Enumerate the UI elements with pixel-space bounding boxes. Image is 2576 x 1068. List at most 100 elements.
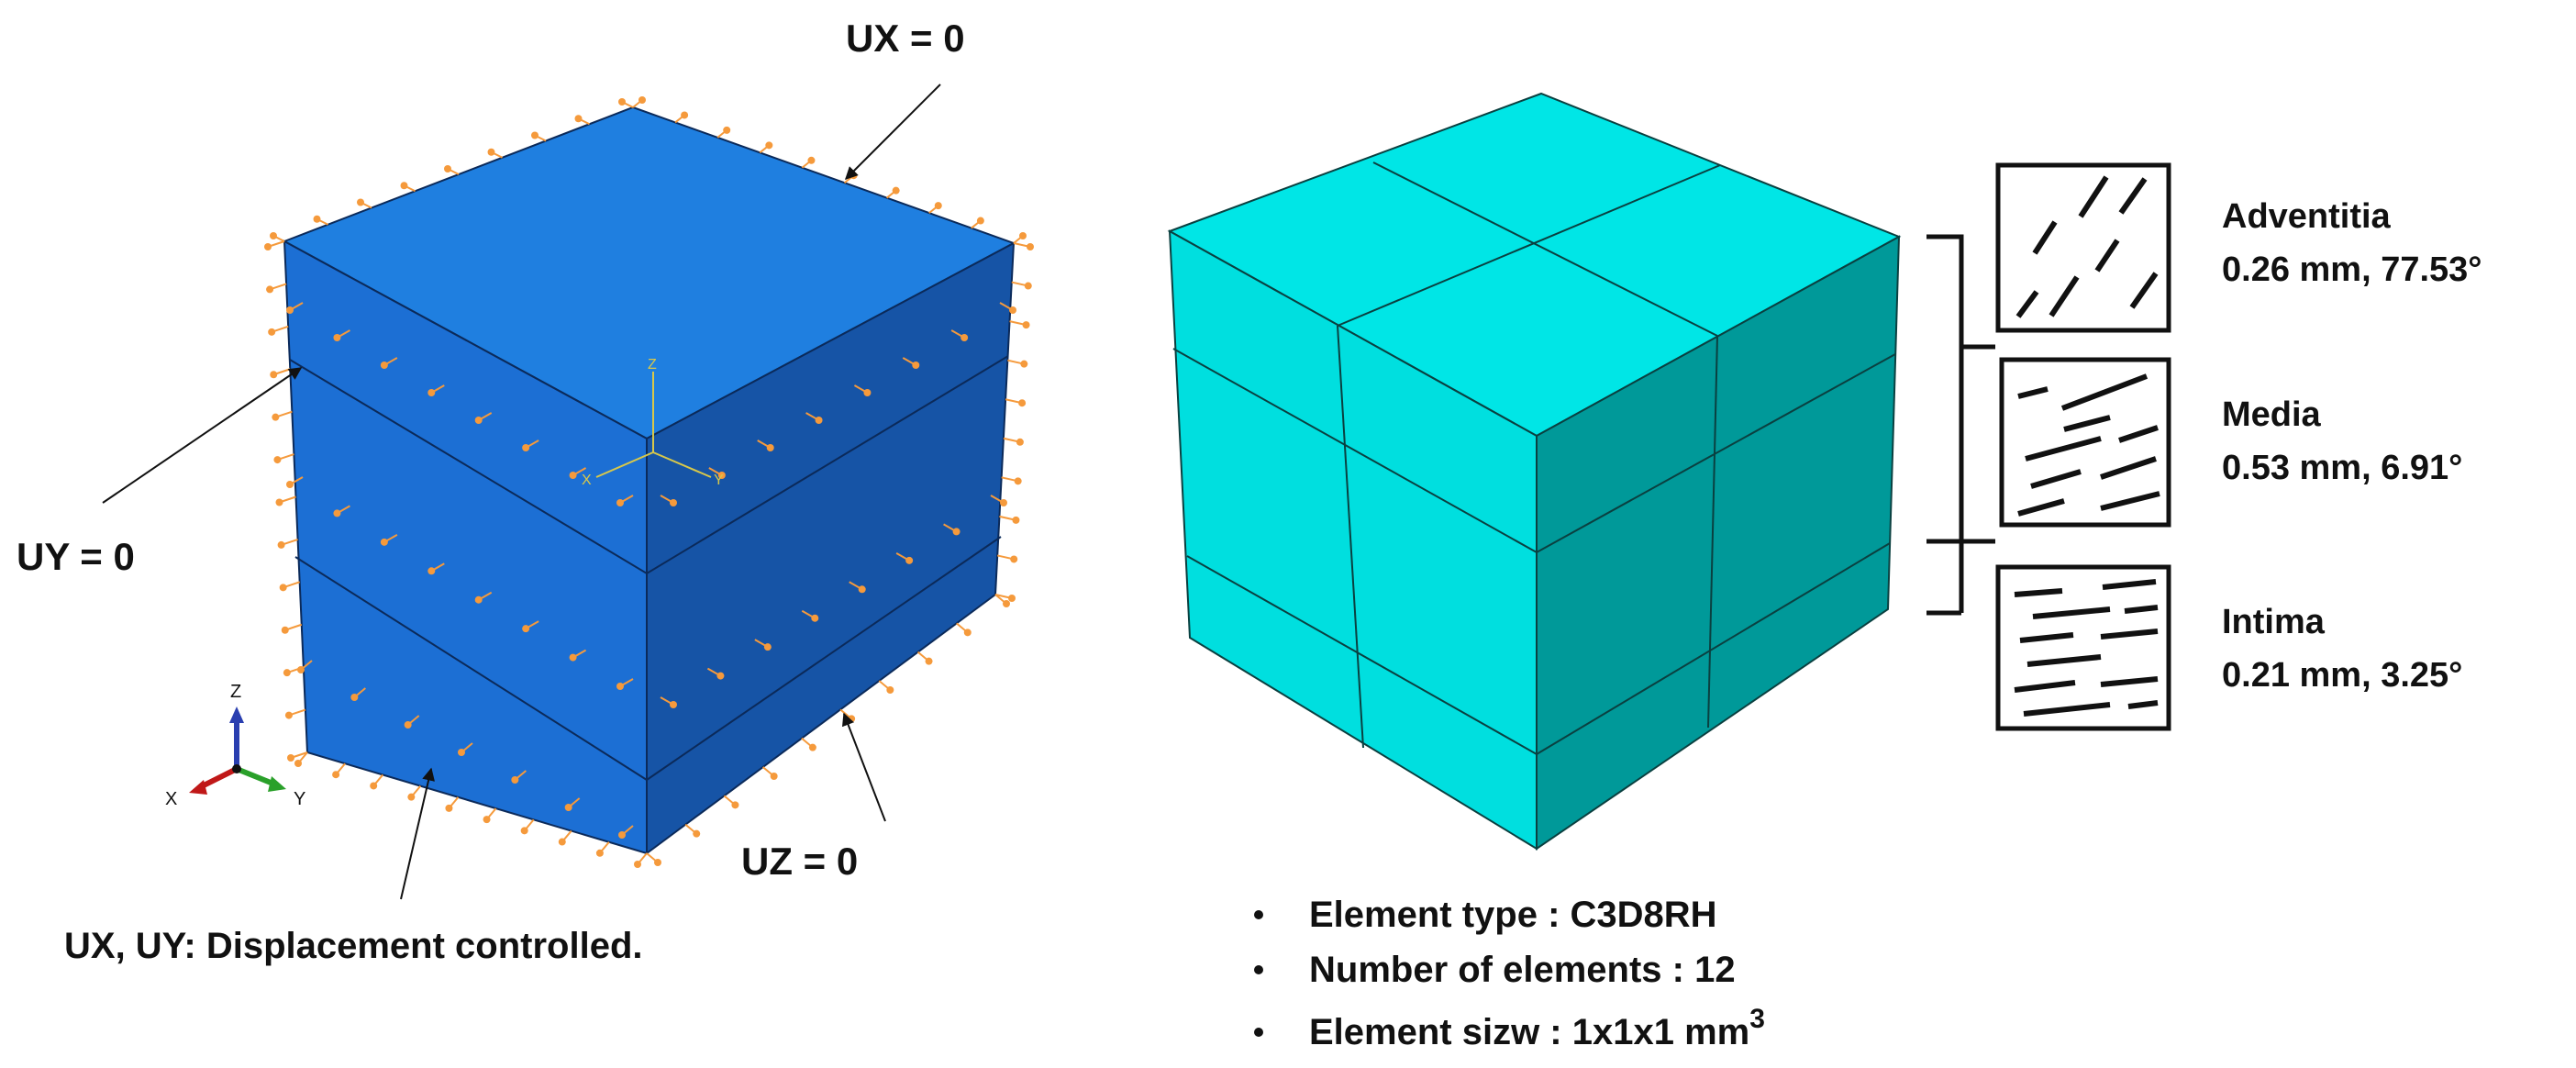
constraint-marker-head <box>1024 282 1032 290</box>
constraint-marker-head <box>474 417 483 424</box>
constraint-marker-head <box>717 472 726 479</box>
uz-zero-arrow <box>841 712 886 822</box>
constraint-marker-head <box>731 801 739 809</box>
bc-layer-line-upper <box>289 355 1009 575</box>
constraint-marker-head <box>284 711 293 719</box>
displacement-arrow <box>400 767 435 900</box>
constraint-marker-head <box>863 389 872 396</box>
layer-intima-name: Intima <box>2222 603 2326 641</box>
bullet-dot <box>1254 1028 1263 1037</box>
global-axis-triad: Z X Y <box>165 682 305 809</box>
constraint-marker-head <box>294 760 302 767</box>
constraint-marker-head <box>670 499 677 506</box>
mesh-cube <box>1167 92 1902 851</box>
constraint-marker-head <box>681 111 689 119</box>
global-triad-y-label: Y <box>294 789 305 809</box>
layer-media-detail: 0.53 mm, 6.91° <box>2222 449 2462 487</box>
constraint-marker-head <box>569 653 577 662</box>
constraint-marker-head <box>765 141 773 150</box>
center-triad-z-label: Z <box>648 357 657 373</box>
constraint-marker-head <box>1009 306 1016 314</box>
constraint-marker-head <box>815 417 823 424</box>
constraint-marker-head <box>281 626 289 634</box>
constraint-marker-head <box>716 672 725 680</box>
element-info-list: Element type : C3D8RH Number of elements… <box>1254 895 1765 1052</box>
ux-zero-arrow <box>845 83 941 180</box>
constraint-marker-head <box>272 413 280 421</box>
constraint-marker-head <box>286 481 294 488</box>
constraint-marker-head <box>277 540 285 549</box>
constraint-marker-head <box>270 371 278 379</box>
constraint-marker-head <box>1018 399 1027 407</box>
constraint-marker-head <box>766 444 774 451</box>
constraint-marker-head <box>511 776 519 784</box>
constraint-marker-head <box>1003 600 1010 607</box>
constraint-marker-head <box>520 827 528 835</box>
constraint-marker-head <box>445 804 453 812</box>
constraint-marker-head <box>558 838 566 846</box>
constraint-marker-head <box>400 182 408 190</box>
uy-zero-label: UY = 0 <box>17 535 135 578</box>
global-triad-z-label: Z <box>230 682 241 702</box>
element-size-main: Element sizw : 1x1x1 mm <box>1309 1012 1749 1052</box>
constraint-marker-head <box>333 334 341 341</box>
constraint-marker-head <box>531 131 539 139</box>
uz-zero-label: UZ = 0 <box>741 840 858 883</box>
constraint-marker-head <box>616 499 624 506</box>
constraint-marker-head <box>912 362 920 369</box>
global-triad-x-label: X <box>165 789 177 809</box>
constraint-marker-head <box>654 859 661 866</box>
constraint-marker-head <box>905 556 914 564</box>
constraint-marker-head <box>287 754 294 762</box>
constraint-marker-head <box>487 148 495 156</box>
constraint-marker-head <box>634 861 641 868</box>
constraint-marker-head <box>427 567 436 575</box>
layer-intima-detail: 0.21 mm, 3.25° <box>2222 656 2462 695</box>
constraint-marker-head <box>1012 516 1020 524</box>
constraint-marker-head <box>264 243 272 250</box>
element-count-text: Number of elements : 12 <box>1309 950 1736 990</box>
constraint-marker-head <box>407 793 416 801</box>
constraint-marker-head <box>474 595 483 604</box>
element-size-text: Element sizw : 1x1x1 mm3 <box>1309 1004 1765 1052</box>
ux-zero-label: UX = 0 <box>846 17 965 60</box>
constraint-marker-head <box>1020 360 1028 368</box>
constraint-marker-head <box>483 816 491 824</box>
constraint-marker-head <box>618 98 626 106</box>
constraint-marker-head <box>273 456 282 464</box>
constraint-marker-head <box>275 498 283 506</box>
constraint-marker-head <box>370 782 378 790</box>
element-size-superscript: 3 <box>1749 1004 1765 1034</box>
mesh-cube-right-face <box>1536 235 1901 851</box>
constraint-marker-head <box>723 126 731 134</box>
bullet-dot <box>1254 965 1263 974</box>
constraint-marker-head <box>770 773 778 780</box>
constraint-marker-head <box>1022 321 1030 329</box>
constraint-marker-head <box>279 584 287 592</box>
constraint-marker-head <box>1000 499 1007 506</box>
constraint-marker-head <box>270 232 277 239</box>
constraint-marker-head <box>925 657 933 665</box>
adventitia-fiber-box <box>1995 162 2171 333</box>
constraint-marker-head <box>564 804 572 811</box>
media-fiber-box <box>1999 357 2171 528</box>
layer-media-name: Media <box>2222 395 2322 434</box>
constraint-marker-head <box>522 444 530 451</box>
constraint-marker-head <box>444 165 451 172</box>
constraint-marker-head <box>380 362 388 369</box>
displacement-label: UX, UY: Displacement controlled. <box>64 926 643 966</box>
constraint-marker-head <box>848 715 856 723</box>
bullet-dot <box>1254 910 1263 919</box>
constraint-marker-head <box>934 202 942 210</box>
constraint-marker-head <box>1019 232 1027 239</box>
constraint-marker-head <box>266 285 274 294</box>
constraint-marker-head <box>574 115 583 123</box>
constraint-marker-head <box>808 743 816 751</box>
constraint-marker-head <box>976 217 984 225</box>
center-triad-x-label: X <box>582 473 592 488</box>
constraint-markers <box>264 96 1034 868</box>
constraint-marker-head <box>569 472 577 479</box>
constraint-marker-head <box>858 585 866 594</box>
bc-cube <box>282 106 1016 855</box>
